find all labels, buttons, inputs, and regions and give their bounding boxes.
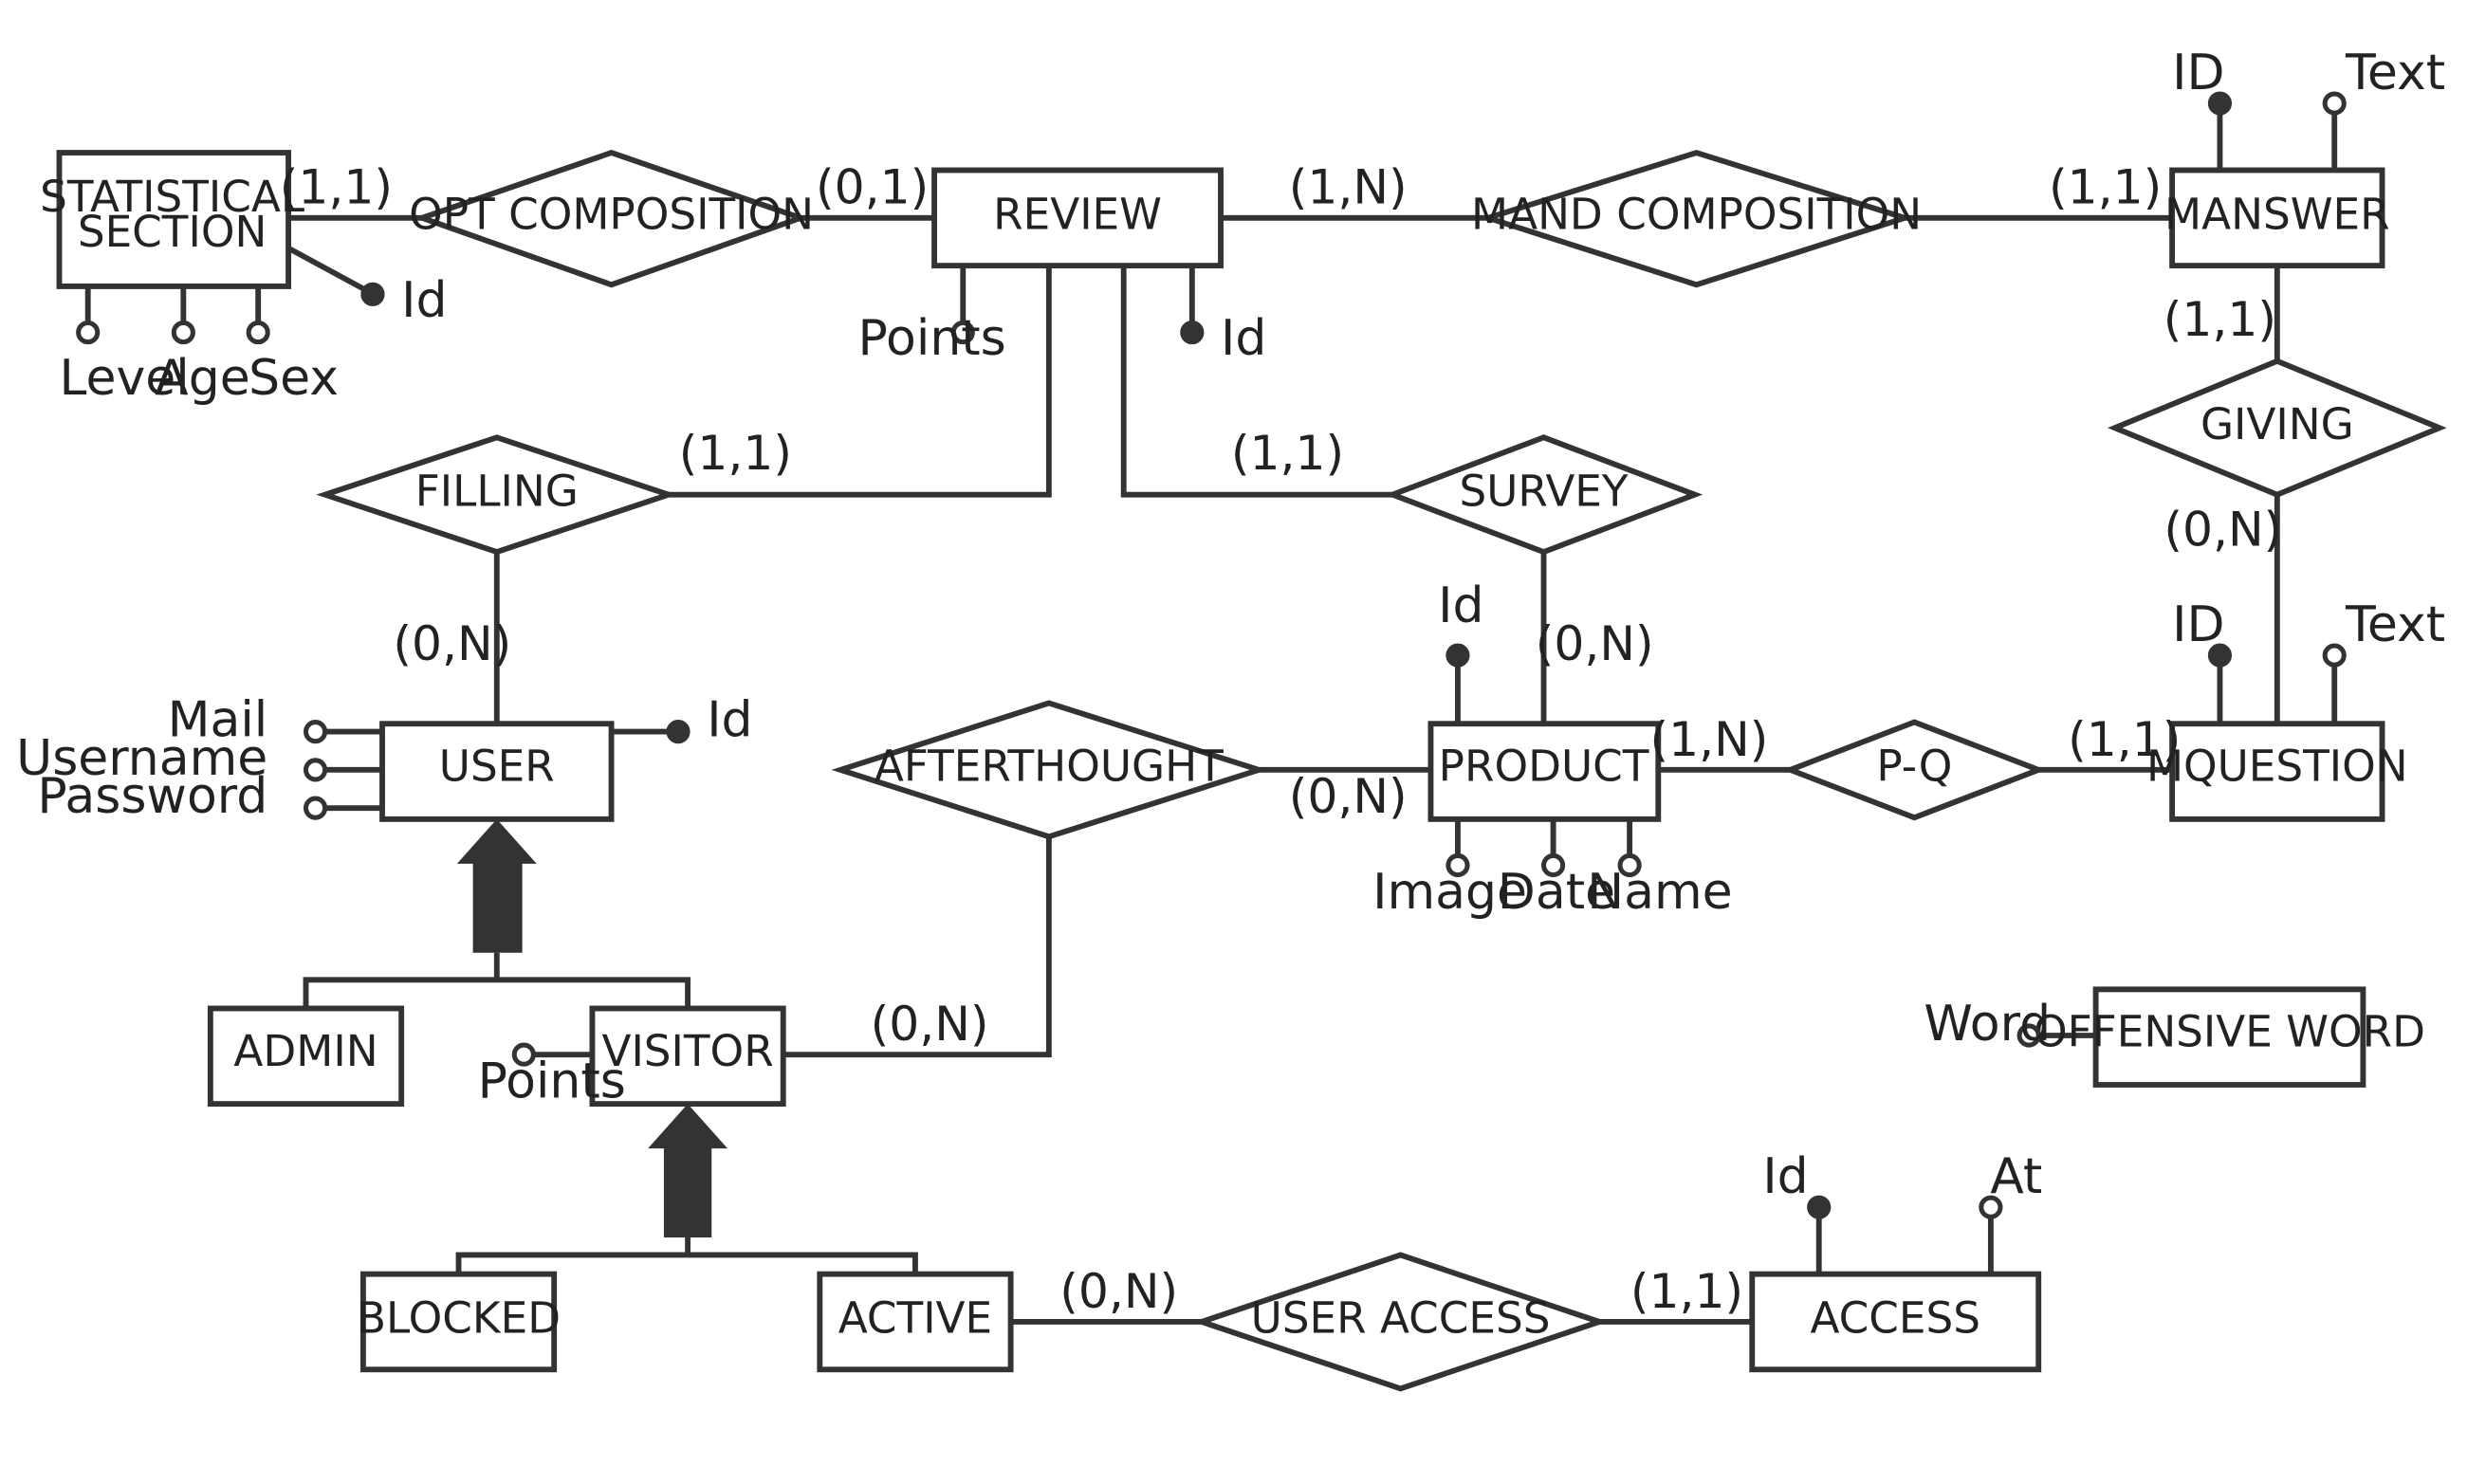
relationship-filling[interactable]: FILLING [316, 434, 678, 556]
attribute-label: Text [2345, 596, 2445, 653]
relationship-user-access[interactable]: USER ACCESS [1192, 1252, 1609, 1392]
attribute-label: Level [60, 350, 190, 407]
entity-label: MQUESTION [2146, 742, 2408, 792]
cardinality-label: (1,N) [1650, 711, 1769, 767]
attribute-label: Id [1438, 577, 1483, 634]
cardinality-label: (0,N) [1536, 615, 1654, 671]
relationship-label: USER ACCESS [1251, 1293, 1551, 1344]
attribute-label: Id [707, 692, 752, 749]
cardinality-labels: (1,1) (0,1) (1,N) (1,1) (1,1) (0,N) (1,1… [280, 159, 2283, 1319]
attribute-label: Username [16, 730, 267, 787]
entity-label: OFFENSIVE WORD [2034, 1007, 2425, 1057]
entity-label: ACTIVE [838, 1293, 992, 1344]
cardinality-label: (1,1) [1231, 425, 1344, 481]
cardinality-label: (0,1) [816, 159, 929, 215]
cardinality-label: (0,N) [871, 996, 989, 1052]
user-generalization-arrow [456, 818, 537, 953]
cardinality-label: (1,N) [1289, 159, 1408, 215]
attribute-label: ID [2172, 596, 2224, 653]
cardinality-label: (1,1) [2164, 291, 2276, 347]
attribute-label: Name [1587, 864, 1732, 921]
visitor-generalization-arrow [648, 1104, 728, 1238]
attribute-labels: Level Age Sex Id Points Id ID Text ID Te… [16, 45, 2445, 1205]
entity-label: MANSWER [2164, 190, 2390, 240]
cardinality-label: (0,N) [1059, 1263, 1178, 1319]
cardinality-label: (1,1) [2068, 711, 2181, 767]
attribute-label: Image [1372, 864, 1527, 921]
entity-blocked[interactable]: BLOCKED [357, 1271, 561, 1373]
relationship-label: MAND COMPOSITION [1471, 190, 1922, 240]
entity-label: USER [439, 742, 555, 792]
relationship-label: GIVING [2201, 399, 2354, 449]
attribute-label: Mail [168, 692, 268, 749]
entity-label: SECTION [78, 207, 267, 257]
cardinality-label: (0,N) [1289, 768, 1408, 824]
entity-label: REVIEW [993, 190, 1162, 240]
entity-label: PRODUCT [1439, 742, 1649, 792]
relationship-survey[interactable]: SURVEY [1384, 434, 1703, 556]
cardinality-label: (0,N) [2164, 501, 2282, 557]
cardinality-label: (1,1) [280, 159, 393, 215]
entity-product[interactable]: PRODUCT [1427, 721, 1662, 822]
attribute-label: At [1990, 1148, 2042, 1205]
entity-visitor[interactable]: VISITOR [589, 1005, 786, 1108]
relationship-mand-composition[interactable]: MAND COMPOSITION [1471, 149, 1922, 288]
attribute-label: Points [858, 310, 1006, 367]
attribute-label: Word [1924, 996, 2051, 1053]
attribute-label: Age [155, 350, 250, 407]
entity-label: STATISTICAL [40, 172, 304, 222]
relationship-p-q[interactable]: P-Q [1782, 719, 2047, 821]
attribute-markers [76, 91, 2347, 1219]
entity-label: BLOCKED [357, 1293, 561, 1344]
entity-offensive-word[interactable]: OFFENSIVE WORD [2034, 986, 2425, 1088]
attribute-label: Id [1221, 310, 1266, 367]
attribute-label: Id [1762, 1148, 1808, 1205]
entity-access[interactable]: ACCESS [1749, 1271, 2042, 1373]
cardinality-label: (1,1) [1630, 1263, 1743, 1319]
entity-statistical-section[interactable]: STATISTICAL SECTION [40, 150, 304, 289]
relationship-giving[interactable]: GIVING [2108, 357, 2447, 498]
attribute-label: Password [37, 768, 267, 825]
relationship-afterthought[interactable]: AFTERTHOUGHT [831, 700, 1268, 840]
entity-admin[interactable]: ADMIN [207, 1005, 405, 1108]
entity-review[interactable]: REVIEW [931, 167, 1224, 269]
attribute-label: ID [2172, 45, 2224, 101]
cardinality-label: (1,1) [2049, 159, 2162, 215]
entity-mquestion[interactable]: MQUESTION [2146, 721, 2408, 822]
relationship-label: AFTERTHOUGHT [875, 742, 1224, 792]
relationship-opt-composition[interactable]: OPT COMPOSITION [409, 149, 814, 288]
attribute-label: Sex [249, 350, 339, 407]
relationship-label: FILLING [415, 466, 579, 516]
relationship-label: SURVEY [1459, 466, 1628, 516]
attribute-label: Id [401, 272, 447, 329]
relationship-label: P-Q [1876, 742, 1952, 792]
entity-label: ACCESS [1810, 1293, 1980, 1344]
attribute-label: Text [2345, 45, 2445, 101]
attribute-label: Date [1498, 864, 1615, 921]
connectors [84, 113, 2338, 1325]
cardinality-label: (1,1) [679, 425, 792, 481]
relationship-label: OPT COMPOSITION [409, 190, 814, 240]
entity-label: VISITOR [601, 1026, 773, 1076]
entity-user[interactable]: USER [379, 721, 615, 822]
entity-active[interactable]: ACTIVE [817, 1271, 1014, 1373]
entity-manswer[interactable]: MANSWER [2164, 167, 2390, 269]
entity-label: ADMIN [233, 1026, 378, 1076]
attribute-label: Points [478, 1053, 626, 1109]
cardinality-label: (0,N) [393, 615, 511, 671]
